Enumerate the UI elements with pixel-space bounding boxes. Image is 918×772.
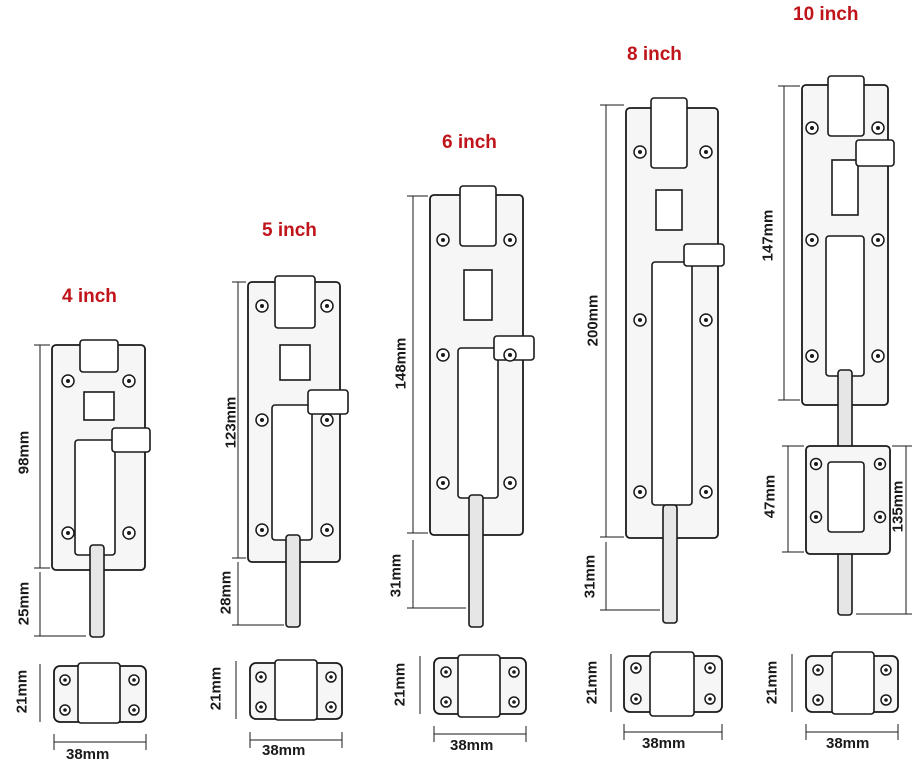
dim-bolt-extension-6: 31mm (387, 553, 405, 598)
size-label-6-inch: 6 inch (442, 132, 497, 153)
dim-bolt-extension-5: 28mm (217, 570, 235, 615)
dim-keeper-height-8: 21mm (583, 660, 601, 705)
bolt-6-inch (407, 185, 535, 742)
dim-keeper-width-4: 38mm (66, 746, 110, 763)
dim-bolt-extension-4: 25mm (15, 581, 33, 626)
dim-plate-length-10: 147mm (759, 209, 777, 262)
dim-keeper-width-6: 38mm (450, 737, 494, 754)
bolt-5-inch (232, 275, 349, 748)
dim-plate-length-6: 148mm (392, 337, 410, 390)
dim-keeper-height-10: 21mm (763, 660, 781, 705)
dim-keeper-height-4: 21mm (13, 669, 31, 714)
dim-plate-length-5: 123mm (222, 396, 240, 449)
size-label-4-inch: 4 inch (62, 286, 117, 307)
bolt-4-inch (34, 339, 151, 750)
dim-plate-length-4: 98mm (15, 430, 33, 475)
bolt-8-inch (600, 97, 725, 740)
dim-bolt-extension-8: 31mm (581, 554, 599, 599)
size-label-8-inch: 8 inch (627, 44, 682, 65)
dim-plate-length-8: 200mm (584, 294, 602, 347)
dim-total-lower-length-10: 135mm (889, 480, 907, 533)
size-label-5-inch: 5 inch (262, 220, 317, 241)
dim-lower-plate-length-10: 47mm (761, 474, 779, 519)
dim-keeper-height-5: 21mm (207, 666, 225, 711)
bolt-10-inch (778, 75, 912, 740)
dim-keeper-width-10: 38mm (826, 735, 870, 752)
size-label-10-inch: 10 inch (793, 4, 859, 25)
dim-keeper-width-8: 38mm (642, 735, 686, 752)
dim-keeper-height-6: 21mm (391, 662, 409, 707)
dim-keeper-width-5: 38mm (262, 742, 306, 759)
